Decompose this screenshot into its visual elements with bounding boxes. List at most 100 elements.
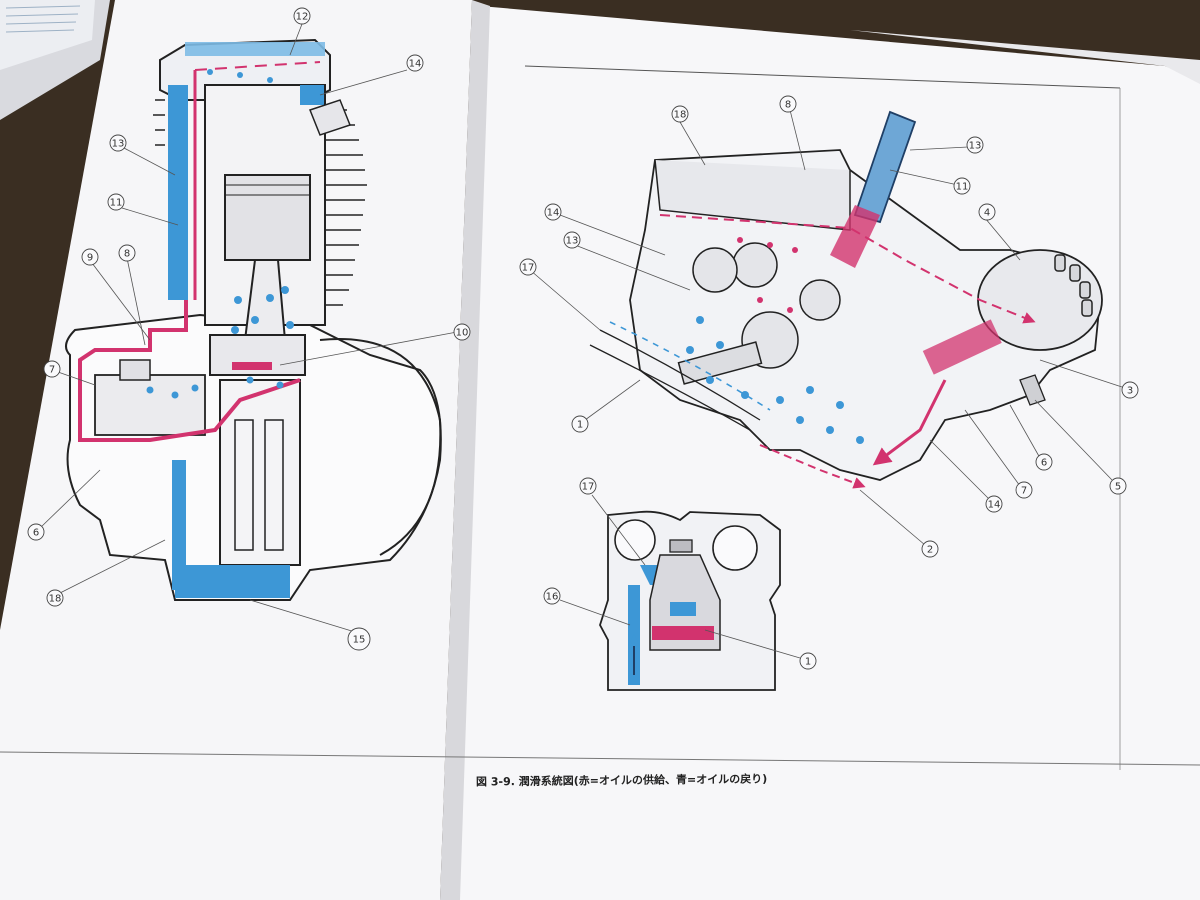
callout-label-r14b: 14 xyxy=(988,500,1001,511)
callout-circle-r8 xyxy=(779,95,797,113)
callout-label-r13a: 13 xyxy=(969,141,982,152)
supply-oil-drops xyxy=(737,237,798,313)
detail-plug xyxy=(669,539,693,553)
oil-hose-1 xyxy=(599,329,761,421)
oil-hose-return xyxy=(609,321,771,411)
gear-upper xyxy=(732,242,778,288)
caption-divider xyxy=(0,751,1200,766)
callout-label-r2: 2 xyxy=(927,545,933,556)
callout-circle-r14b xyxy=(985,495,1003,513)
callout-circle-l11 xyxy=(107,193,125,211)
callout-label-r5: 5 xyxy=(1115,482,1121,493)
under-page-text-area xyxy=(0,0,95,70)
bore-right xyxy=(712,525,758,571)
callout-label-r11: 11 xyxy=(956,182,969,193)
callout-label-l18: 18 xyxy=(49,594,62,605)
callout-label-l6: 6 xyxy=(33,528,39,539)
callout-circle-l12 xyxy=(293,7,311,25)
callout-circle-d1 xyxy=(799,652,817,670)
piston xyxy=(224,174,311,261)
callout-label-d17: 17 xyxy=(582,482,595,493)
callout-circle-r1 xyxy=(571,415,589,433)
callout-label-r13b: 13 xyxy=(566,236,579,247)
right-leader-lines xyxy=(529,109,1126,546)
gear-right xyxy=(799,279,841,321)
drain-bolt xyxy=(1019,374,1046,406)
frame-top-line xyxy=(524,65,1121,89)
callout-label-r4: 4 xyxy=(984,208,990,219)
detail-leader-lines xyxy=(559,494,801,659)
oil-hose-2 xyxy=(589,344,751,431)
left-leader-lines xyxy=(39,23,458,633)
supply-flow-lower xyxy=(872,379,947,466)
oil-filter-ribs xyxy=(1054,254,1093,317)
callout-circle-l9 xyxy=(81,248,99,266)
gear-cluster xyxy=(94,374,206,436)
callout-label-l9: 9 xyxy=(87,253,93,264)
return-oil-drops xyxy=(686,316,864,444)
callout-circle-r7 xyxy=(1015,481,1033,499)
head-oil-gallery xyxy=(185,42,325,56)
callout-label-r18: 18 xyxy=(674,110,687,121)
callout-label-l15: 15 xyxy=(353,635,366,646)
crank-oil-feed xyxy=(232,362,272,370)
callout-label-l10: 10 xyxy=(456,328,469,339)
return-oil-line xyxy=(168,85,188,300)
callout-circle-d16 xyxy=(543,587,561,605)
right-engine-diagram xyxy=(589,110,1103,489)
callout-label-r6: 6 xyxy=(1041,458,1047,469)
gear-left xyxy=(692,247,738,293)
callout-circle-r6 xyxy=(1035,453,1053,471)
supply-flow-top xyxy=(659,214,1036,324)
callout-label-r7: 7 xyxy=(1021,486,1027,497)
callout-label-l14: 14 xyxy=(409,59,422,70)
crankcase-cover xyxy=(319,338,442,556)
book-spine xyxy=(440,0,490,900)
callout-label-d16: 16 xyxy=(546,592,559,603)
callout-circle-r14a xyxy=(544,203,562,221)
right-page-fold xyxy=(850,30,1200,84)
callout-label-l7: 7 xyxy=(49,365,55,376)
callout-circle-r18 xyxy=(671,105,689,123)
callout-circle-l8 xyxy=(118,244,136,262)
left-callouts: 12 14 13 11 9 8 7 10 6 18 15 xyxy=(27,7,471,651)
callout-label-l11: 11 xyxy=(110,198,123,209)
callout-label-l12: 12 xyxy=(296,12,309,23)
breather-supply xyxy=(830,205,880,268)
engine-top-deck xyxy=(654,159,851,231)
detail-callouts: 17 16 1 xyxy=(543,477,817,670)
detail-inner-return xyxy=(670,602,696,616)
under-page-text xyxy=(5,5,81,33)
detail-supply-passage xyxy=(652,626,714,640)
callout-label-r1: 1 xyxy=(577,420,583,431)
oil-droplets xyxy=(146,69,294,399)
callout-circle-d17 xyxy=(579,477,597,495)
callout-label-l8: 8 xyxy=(124,249,130,260)
detail-diagram xyxy=(599,510,781,691)
relief-valve xyxy=(922,319,1002,375)
callout-circle-r17 xyxy=(519,258,537,276)
callout-circle-l6 xyxy=(27,523,45,541)
figure-caption: 図 3-9. 潤滑系統図(赤=オイルの供給、青=オイルの戻り) xyxy=(475,772,768,789)
callout-circle-r5 xyxy=(1109,477,1127,495)
callout-label-r8: 8 xyxy=(785,100,791,111)
callout-circle-r11 xyxy=(953,177,971,195)
supply-head-flow xyxy=(194,61,321,71)
return-oil-line-lower xyxy=(172,460,186,590)
callout-label-r17: 17 xyxy=(522,263,535,274)
callout-circle-l14 xyxy=(406,54,424,72)
callout-label-d1: 1 xyxy=(805,657,811,668)
supply-flow-pipe xyxy=(759,444,866,489)
callout-label-r14a: 14 xyxy=(547,208,560,219)
callout-circle-r13b xyxy=(563,231,581,249)
callout-circle-l15 xyxy=(347,627,371,651)
callout-circle-r4 xyxy=(978,203,996,221)
callout-label-r3: 3 xyxy=(1127,386,1133,397)
spark-plug xyxy=(309,99,351,136)
callout-circle-r2 xyxy=(921,540,939,558)
callout-circle-r3 xyxy=(1121,381,1139,399)
oil-pan xyxy=(175,565,290,598)
callout-label-l13: 13 xyxy=(112,139,125,150)
